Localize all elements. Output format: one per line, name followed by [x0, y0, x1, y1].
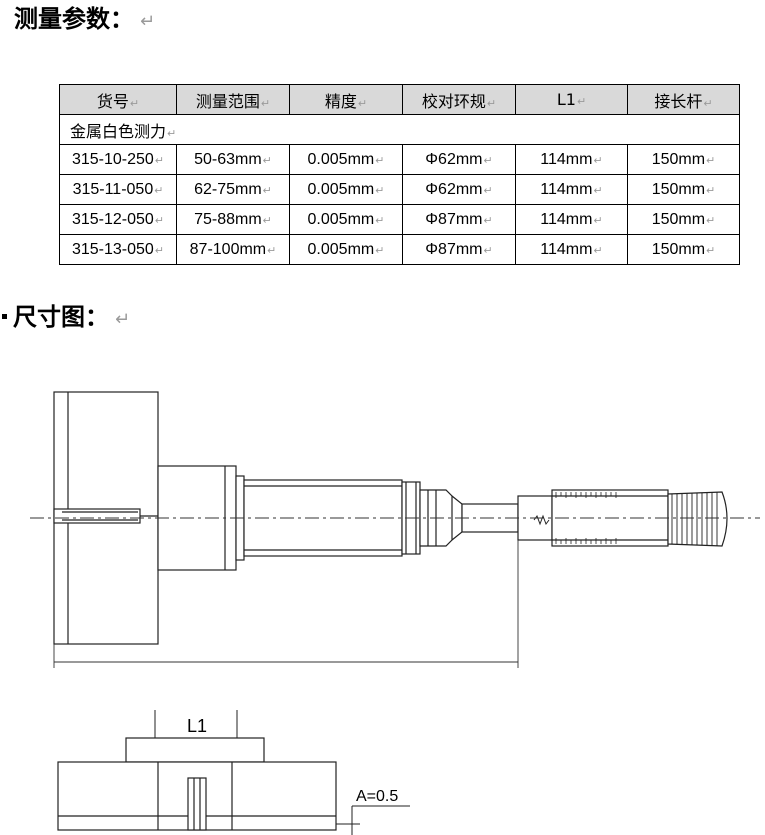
cell-accuracy: 0.005mm↵ [289, 234, 403, 265]
column-header-item-no: 货号↵ [59, 84, 177, 115]
cell-range: 50-63mm↵ [176, 144, 290, 175]
table-header-row: 货号↵ 测量范围↵ 精度↵ 校对环规↵ L1↵ 接长杆↵ [59, 84, 740, 115]
a-offset-dimension [336, 805, 410, 835]
cell-setting-ring: Φ62mm↵ [402, 144, 516, 175]
cell-l1: 114mm↵ [515, 234, 628, 265]
cell-extension-rod: 150mm↵ [627, 144, 740, 175]
cell-l1: 114mm↵ [515, 174, 628, 205]
paragraph-mark-icon: ↵ [115, 309, 131, 330]
column-header-l1: L1↵ [515, 84, 628, 115]
heading-text: 测量参数： [14, 5, 134, 33]
thimble-graduations [555, 492, 617, 544]
cell-setting-ring: Φ87mm↵ [402, 234, 516, 265]
overall-length-dimension [53, 540, 519, 668]
cell-item-no: 315-11-050↵ [59, 174, 177, 205]
table-row: 315-13-050↵ 87-100mm↵ 0.005mm↵ Φ87mm↵ 11… [59, 234, 740, 265]
table-row: 315-12-050↵ 75-88mm↵ 0.005mm↵ Φ87mm↵ 114… [59, 204, 740, 235]
column-header-accuracy: 精度↵ [289, 84, 403, 115]
column-header-extension-rod: 接长杆↵ [627, 84, 740, 115]
l1-label: L1 [187, 716, 207, 736]
column-header-setting-ring: 校对环规↵ [402, 84, 516, 115]
cell-item-no: 315-13-050↵ [59, 234, 177, 265]
cell-setting-ring: Φ62mm↵ [402, 174, 516, 205]
cell-extension-rod: 150mm↵ [627, 174, 740, 205]
cell-extension-rod: 150mm↵ [627, 234, 740, 265]
cell-range: 87-100mm↵ [176, 234, 290, 265]
a-offset-label: A=0.5 [356, 788, 398, 805]
cell-setting-ring: Φ87mm↵ [402, 204, 516, 235]
section-heading-dimensions: 尺寸图： ↵ [2, 302, 130, 335]
section-heading-parameters: 测量参数： ↵ [14, 4, 155, 37]
knurl-lines [671, 492, 718, 546]
cell-item-no: 315-10-250↵ [59, 144, 177, 175]
l1-dimension [154, 710, 238, 738]
gauge-body [243, 479, 463, 557]
cell-accuracy: 0.005mm↵ [289, 144, 403, 175]
group-label-cell: 金属白色测力↵ [59, 114, 740, 145]
table-group-row: 金属白色测力↵ [59, 114, 740, 145]
table-row: 315-10-250↵ 50-63mm↵ 0.005mm↵ Φ62mm↵ 114… [59, 144, 740, 175]
cell-range: 75-88mm↵ [176, 204, 290, 235]
table-row: 315-11-050↵ 62-75mm↵ 0.005mm↵ Φ62mm↵ 114… [59, 174, 740, 205]
bullet-icon [2, 313, 7, 319]
cell-accuracy: 0.005mm↵ [289, 204, 403, 235]
paragraph-mark-icon: ↵ [140, 11, 156, 32]
detail-view [57, 737, 337, 831]
cell-accuracy: 0.005mm↵ [289, 174, 403, 205]
cell-l1: 114mm↵ [515, 144, 628, 175]
spec-table: 货号↵ 测量范围↵ 精度↵ 校对环规↵ L1↵ 接长杆↵ 金属白色测力↵ 315… [59, 84, 740, 265]
heading-text: 尺寸图： [13, 303, 109, 331]
